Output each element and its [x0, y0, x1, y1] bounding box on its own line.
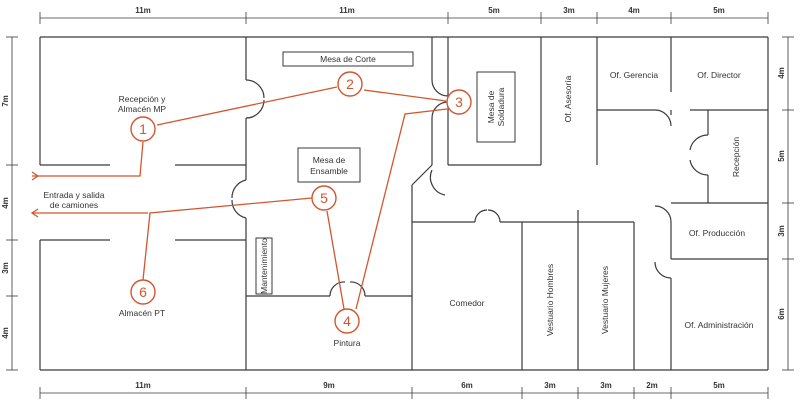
entrada-salida-label-1: Entrada y salida	[44, 190, 105, 200]
of-asesoria-label: Of. Asesoría	[563, 75, 573, 122]
node-3: 3	[446, 89, 472, 115]
vestuario-hombres-label: Vestuario Hombres	[545, 264, 555, 336]
mesa-soldadura-label-1: Mesa de	[486, 90, 496, 123]
recepcion-almacen-mp-label-2: Almacén MP	[118, 104, 167, 114]
left-dim-1: 7m	[1, 95, 10, 107]
entrada-salida-label-2: de camiones	[50, 200, 98, 210]
mesa-ensamble-label-1: Mesa de	[313, 155, 346, 165]
mantenimiento-label: Mantenimiento	[259, 238, 269, 294]
top-dim-6: 5m	[713, 6, 725, 15]
node-4-label: 4	[343, 313, 351, 329]
mesa-ensamble-label-2: Ensamble	[310, 166, 348, 176]
mesa-soldadura-box	[476, 71, 516, 143]
mesa-corte-label: Mesa de Corte	[320, 54, 376, 64]
top-dim-3: 5m	[488, 6, 500, 15]
node-1: 1	[130, 116, 156, 142]
top-dim-2: 11m	[339, 6, 355, 15]
of-administracion-label: Of. Administración	[685, 320, 754, 330]
node-1-label: 1	[139, 121, 147, 137]
bottom-dim-7: 5m	[713, 381, 725, 390]
right-dim-3: 3m	[777, 225, 786, 237]
left-dimension-line: 7m 4m 3m 4m	[1, 36, 18, 371]
right-dim-2: 5m	[777, 150, 786, 162]
top-dimension-line: 11m 11m 5m 3m 4m 5m	[39, 6, 769, 24]
of-director-label: Of. Director	[697, 70, 741, 80]
top-dim-5: 4m	[628, 6, 640, 15]
node-5: 5	[311, 185, 337, 211]
node-2: 2	[337, 71, 363, 97]
node-6: 6	[130, 279, 156, 305]
comedor-label: Comedor	[450, 298, 485, 308]
of-gerencia-label: Of. Gerencia	[610, 70, 658, 80]
walls	[39, 36, 769, 371]
bottom-dim-2: 9m	[323, 381, 335, 390]
node-6-label: 6	[139, 284, 147, 300]
bottom-dimension-line: 11m 9m 6m 3m 3m 2m 5m	[39, 381, 769, 399]
right-dimension-line: 4m 5m 3m 6m	[777, 36, 794, 371]
node-4: 4	[334, 308, 360, 334]
node-5-label: 5	[320, 190, 328, 206]
right-dim-1: 4m	[777, 67, 786, 79]
recepcion-almacen-mp-label-1: Recepción y	[119, 94, 167, 104]
mantenimiento-box	[255, 237, 273, 295]
mesa-soldadura-label-2: Soldadura	[496, 87, 506, 126]
mesa-ensamble-box	[297, 147, 361, 183]
bottom-dim-3: 6m	[461, 381, 473, 390]
recepcion-label: Recepción	[731, 137, 741, 177]
right-dim-4: 6m	[777, 308, 786, 320]
node-2-label: 2	[346, 76, 354, 92]
of-produccion-label: Of. Producción	[689, 228, 745, 238]
left-dim-2: 4m	[1, 197, 10, 209]
top-dim-4: 3m	[563, 6, 575, 15]
top-dim-1: 11m	[135, 6, 151, 15]
pintura-label: Pintura	[334, 338, 361, 348]
left-dim-4: 4m	[1, 327, 10, 339]
bottom-dim-1: 11m	[135, 381, 151, 390]
route-lines	[30, 86, 448, 310]
bottom-dim-4: 3m	[544, 381, 556, 390]
mesa-corte-box	[282, 51, 414, 67]
bottom-dim-6: 2m	[646, 381, 658, 390]
almacen-pt-label: Almacén PT	[119, 308, 165, 318]
left-dim-3: 3m	[1, 262, 10, 274]
node-3-label: 3	[455, 94, 463, 110]
bottom-dim-5: 3m	[600, 381, 612, 390]
vestuario-mujeres-label: Vestuario Mujeres	[600, 266, 610, 334]
